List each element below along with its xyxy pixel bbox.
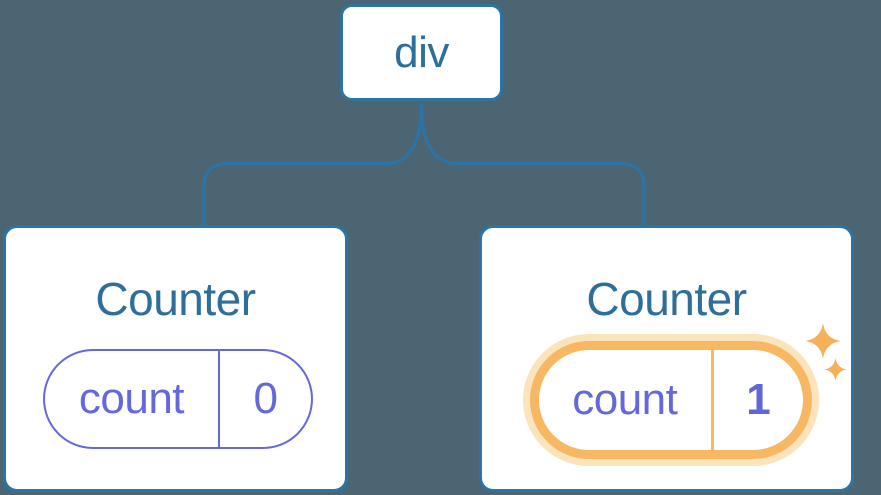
state-value: 1 [746, 375, 771, 424]
state-key: count [45, 351, 220, 447]
connector-branch-left [202, 102, 424, 226]
counter-title: Counter [95, 273, 256, 325]
counter-card-left: Counter count 0 [3, 225, 348, 492]
sparkle-icon-large [805, 323, 841, 359]
state-value: 0 [253, 374, 278, 423]
sparkle-icon-small [824, 358, 847, 381]
state-key: count [539, 350, 714, 450]
counter-title: Counter [586, 273, 747, 325]
state-pill-highlighted: count 1 [530, 341, 812, 459]
root-node-label: div [394, 27, 449, 77]
connector-branch-right [419, 102, 646, 226]
state-pill: count 0 [43, 349, 313, 449]
root-node: div [340, 4, 503, 101]
counter-card-right: Counter count 1 [479, 225, 854, 492]
